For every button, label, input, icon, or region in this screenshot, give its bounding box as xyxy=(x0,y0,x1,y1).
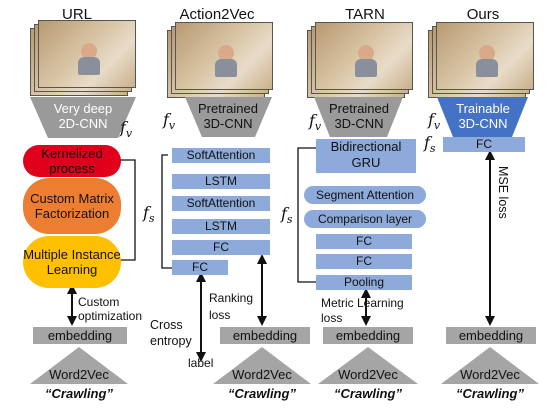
action2vec-ranking-label: Ranking loss xyxy=(209,291,254,322)
module-custom-matrix-factorization: Custom Matrix Factorization xyxy=(23,178,121,234)
backbone-label-ours: Trainable 3D-CNN xyxy=(456,101,510,131)
fv-label-ours: fv xyxy=(428,110,441,133)
tarn-layer-bigru: Bidirectional GRU xyxy=(316,139,416,173)
action2vec-layer-lstm-1: LSTM xyxy=(172,174,270,189)
tarn-layer-fc-1: FC xyxy=(316,234,412,249)
action2vec-layer-fc-1: FC xyxy=(172,240,270,255)
embedding-action2vec: embedding xyxy=(220,327,310,344)
column-title-tarn: TARN xyxy=(345,6,385,23)
action2vec-layer-softattention-2: SoftAttention xyxy=(172,196,270,211)
fv-label-tarn: fv xyxy=(309,111,322,134)
word2vec-label-url: Word2Vec xyxy=(49,367,109,382)
url-bracket xyxy=(118,159,136,261)
tarn-metric-label: Metric Learning loss xyxy=(321,296,404,325)
class-name-action2vec: “Crawling” xyxy=(228,386,296,401)
module-multiple-instance-learning: Multiple Instance Learning xyxy=(23,236,121,288)
module-kernelized-process: Kernelized process xyxy=(23,145,121,177)
action2vec-label-text: label xyxy=(188,356,214,370)
word2vec-triangle-url xyxy=(30,347,128,384)
tarn-layer-segment-attention: Segment Attention xyxy=(304,186,426,204)
word2vec-label-ours: Word2Vec xyxy=(460,367,520,382)
backbone-ours xyxy=(437,97,528,137)
action2vec-layer-softattention-1: SoftAttention xyxy=(172,148,270,163)
fs-label-action2vec: fs xyxy=(143,203,155,226)
action2vec-ce-label: Cross entropy xyxy=(150,318,192,348)
word2vec-triangle-ours xyxy=(441,347,539,384)
action2vec-bracket xyxy=(161,154,172,269)
action2vec-layer-fc-2: FC xyxy=(172,260,228,275)
backbone-tarn xyxy=(314,97,403,137)
column-title-url: URL xyxy=(61,6,92,23)
fs-label-ours: fs xyxy=(424,133,436,156)
class-name-tarn: “Crawling” xyxy=(334,386,402,401)
embedding-ours: embedding xyxy=(446,327,536,344)
fv-label-url: fv xyxy=(120,118,133,141)
tarn-layer-pooling: Pooling xyxy=(316,275,412,290)
ours-mse-label: MSE loss xyxy=(496,166,510,219)
tarn-layer-comparison: Comparison layer xyxy=(304,210,426,228)
ours-layer-fc: FC xyxy=(443,137,525,152)
tarn-bracket xyxy=(297,147,316,283)
tarn-layer-fc-2: FC xyxy=(316,254,412,269)
embedding-tarn: embedding xyxy=(323,327,413,344)
backbone-action2vec xyxy=(185,97,272,137)
backbone-label-url: Very deep 2D-CNN xyxy=(53,101,113,131)
embedding-url: embedding xyxy=(33,327,127,344)
word2vec-triangle-tarn xyxy=(318,347,418,384)
class-name-ours: “Crawling” xyxy=(456,386,524,401)
word2vec-label-action2vec: Word2Vec xyxy=(232,367,292,382)
backbone-label-action2vec: Pretrained 3D-CNN xyxy=(198,101,258,131)
column-title-action2vec: Action2Vec xyxy=(179,6,255,23)
column-title-ours: Ours xyxy=(466,6,500,23)
class-name-url: “Crawling” xyxy=(45,386,113,401)
fv-label-action2vec: fv xyxy=(163,110,176,133)
word2vec-triangle-action2vec xyxy=(213,347,311,384)
backbone-url xyxy=(30,97,136,138)
backbone-label-tarn: Pretrained 3D-CNN xyxy=(329,101,389,131)
fs-label-tarn: fs xyxy=(281,204,293,227)
url-connector-label: Custom optimization xyxy=(78,295,143,323)
action2vec-layer-lstm-2: LSTM xyxy=(172,219,270,234)
word2vec-label-tarn: Word2Vec xyxy=(338,367,398,382)
